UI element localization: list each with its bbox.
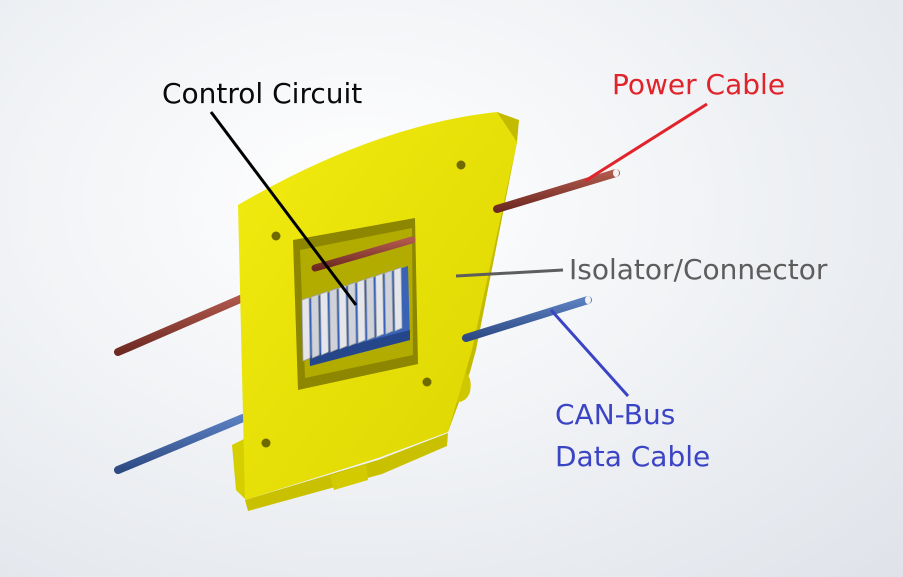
label-can-bus-line1: CAN-Bus bbox=[555, 398, 676, 431]
heatsink-fin bbox=[338, 284, 348, 350]
leader-can-bus bbox=[549, 308, 630, 398]
heatsink-fin bbox=[393, 266, 403, 332]
label-can-bus-line2: Data Cable bbox=[555, 440, 711, 473]
power-cable-left bbox=[114, 293, 249, 356]
heatsink-fin bbox=[365, 275, 375, 341]
heatsink-fin bbox=[384, 269, 394, 335]
mounting-hole bbox=[271, 231, 281, 241]
label-can-bus-data-cable: CAN-Bus Data Cable bbox=[555, 394, 710, 478]
label-isolator-connector: Isolator/Connector bbox=[569, 253, 828, 286]
leader-isolator bbox=[455, 268, 564, 278]
circuit-board-lip bbox=[310, 330, 410, 366]
heatsink-fin bbox=[329, 287, 339, 353]
label-control-circuit: Control Circuit bbox=[162, 77, 363, 110]
heatsink-fin bbox=[301, 296, 311, 362]
data-cable-end bbox=[585, 296, 591, 304]
mounting-hole bbox=[422, 377, 432, 387]
heatsink-fin bbox=[310, 293, 320, 359]
label-power-cable: Power Cable bbox=[612, 68, 786, 101]
data-cable-left bbox=[114, 414, 247, 474]
heatsink-fin bbox=[319, 290, 329, 356]
heatsink-fin bbox=[356, 278, 366, 344]
heatsink-fin bbox=[347, 281, 357, 347]
board-connector-nub bbox=[330, 464, 368, 490]
power-cable-end bbox=[613, 169, 619, 177]
heatsink-fin bbox=[375, 272, 385, 338]
power-cable-through bbox=[311, 236, 416, 272]
heatsink bbox=[301, 266, 403, 362]
power-cable-right bbox=[493, 169, 620, 213]
leader-control-circuit bbox=[209, 111, 358, 306]
board-connector-tab bbox=[232, 438, 246, 500]
leader-power-cable bbox=[584, 102, 708, 183]
mounting-hole bbox=[456, 160, 466, 170]
mounting-hole bbox=[261, 438, 271, 448]
data-cable-right bbox=[462, 296, 592, 342]
